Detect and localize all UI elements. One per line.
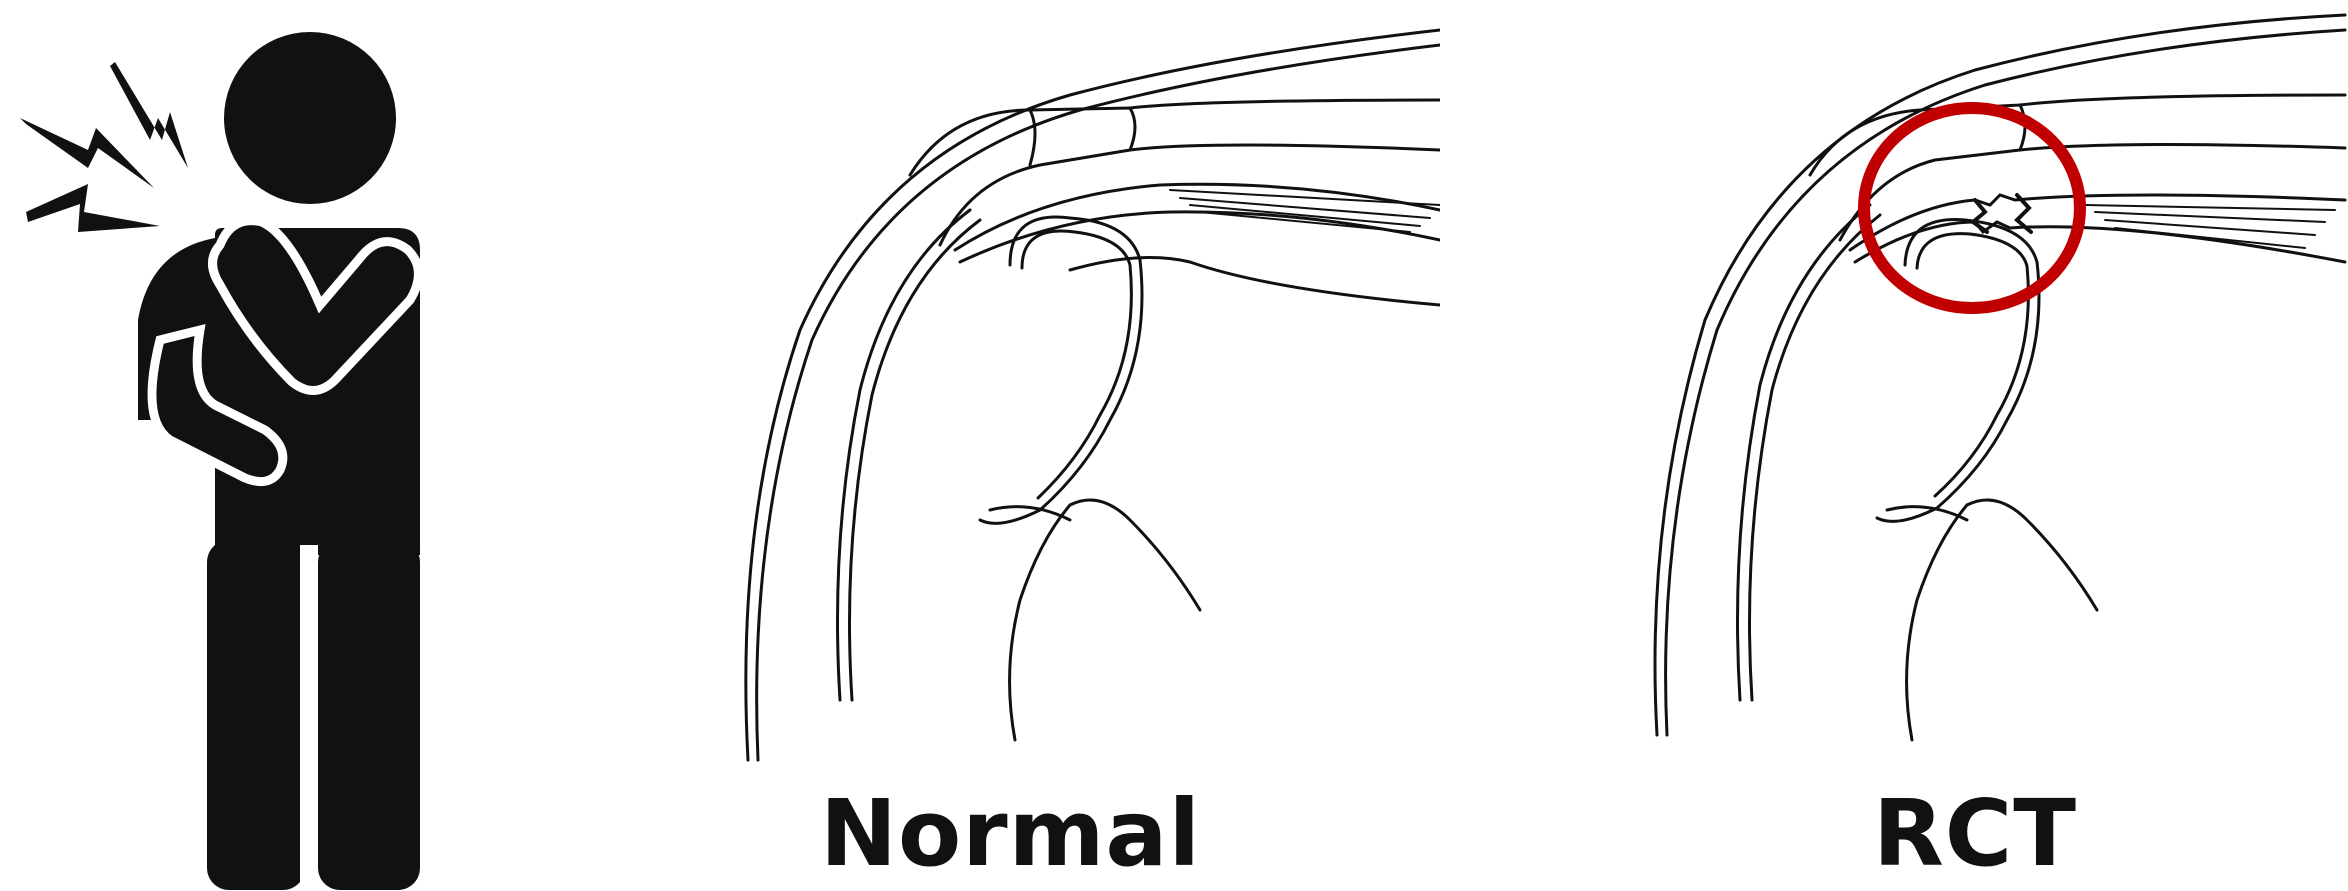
torn-rotator-cuff-shoulder-drawing <box>1645 0 2348 780</box>
normal-shoulder-joint-drawing <box>740 0 1440 780</box>
panel-label-normal: Normal <box>820 788 1180 880</box>
normal-panel: Normal <box>740 0 1440 891</box>
person-shoulder-pain-icon <box>0 0 460 891</box>
lightning-bolt-icon <box>20 62 188 232</box>
panel-label-rct: RCT <box>1825 788 2125 880</box>
tear-highlight-circle <box>1864 108 2080 308</box>
rct-panel: RCT <box>1645 0 2348 891</box>
person-panel <box>0 0 460 891</box>
